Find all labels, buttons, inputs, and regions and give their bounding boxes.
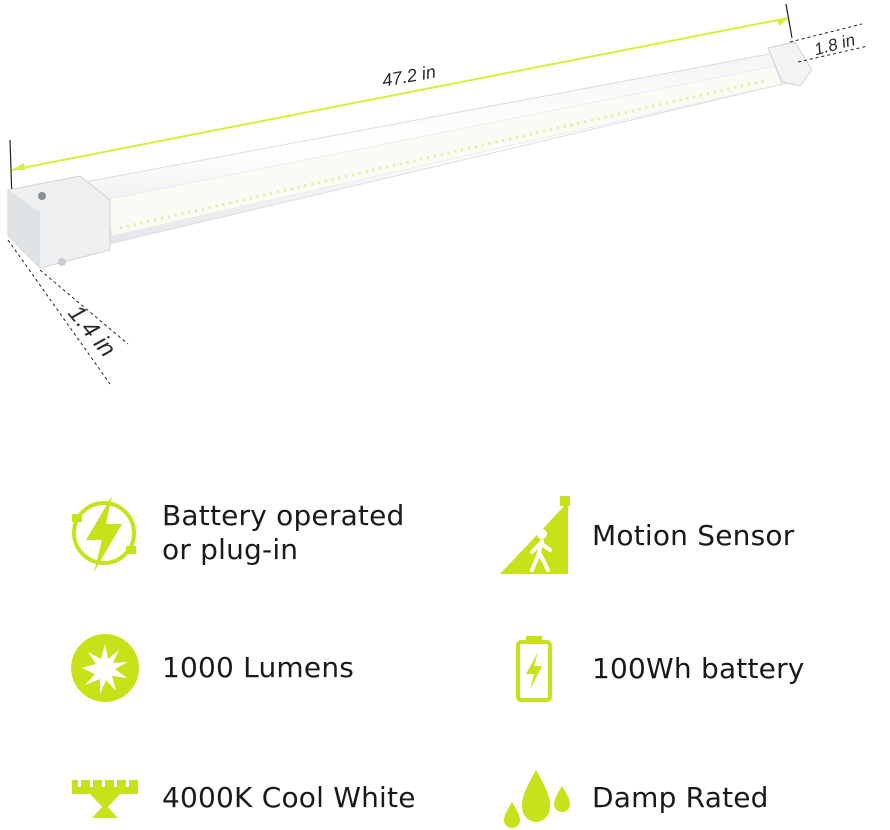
color-temperature-icon xyxy=(72,780,138,818)
feature-damp: Damp Rated xyxy=(500,766,769,830)
led-bar xyxy=(7,41,813,269)
feature-motion-label: Motion Sensor xyxy=(592,519,795,552)
depth-dimension: 1.4 in xyxy=(7,239,129,385)
length-label: 47.2 in xyxy=(381,62,438,91)
depth-label: 1.4 in xyxy=(63,300,121,362)
feature-damp-label: Damp Rated xyxy=(592,781,769,814)
feature-power: Battery operated or plug-in xyxy=(68,488,405,578)
height-label: 1.8 in xyxy=(812,30,857,59)
feature-battery: 100Wh battery xyxy=(514,634,805,704)
feature-lumens-label: 1000 Lumens xyxy=(162,651,355,684)
feature-color-label: 4000K Cool White xyxy=(162,781,416,814)
feature-color: 4000K Cool White xyxy=(70,776,416,820)
motion-sensor-icon xyxy=(500,496,570,574)
feature-battery-label: 100Wh battery xyxy=(592,652,805,685)
water-drops-icon xyxy=(504,770,570,828)
feature-power-label: Battery operated or plug-in xyxy=(162,499,405,566)
sun-burst-icon xyxy=(71,634,139,702)
feature-motion: Motion Sensor xyxy=(498,496,794,576)
product-figure: 47.2 in 1.8 in 1.4 in xyxy=(7,3,869,385)
feature-lumens: 1000 Lumens xyxy=(70,632,354,704)
battery-charging-icon xyxy=(516,636,552,702)
lightning-plug-icon xyxy=(72,496,136,572)
